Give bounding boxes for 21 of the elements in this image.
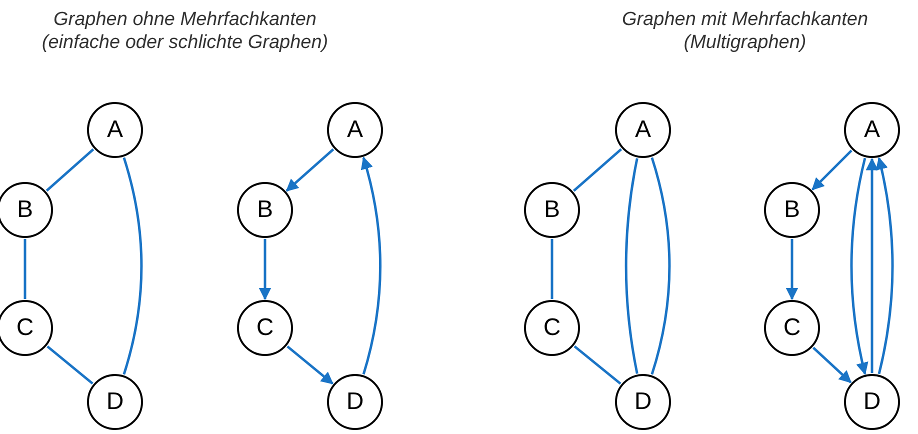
- arrow: [286, 345, 334, 385]
- edge-line: [624, 158, 638, 374]
- arrow: [875, 156, 894, 374]
- edge-line: [122, 157, 143, 375]
- arrow: [812, 150, 852, 190]
- edge-line: [650, 157, 671, 375]
- edge-line: [550, 239, 554, 299]
- arrow: [786, 239, 798, 300]
- edge-line: [24, 239, 26, 299]
- heading: Graphen mit Mehrfachkanten (Multigraphen): [620, 8, 870, 54]
- edge-line: [46, 148, 94, 192]
- edge-line: [46, 345, 94, 385]
- edge-line: [572, 148, 622, 192]
- arrow: [850, 158, 869, 376]
- arrow: [286, 148, 334, 192]
- arrow: [812, 346, 852, 384]
- arrow: [866, 158, 878, 373]
- edge-line: [574, 345, 622, 385]
- arrow: [360, 156, 382, 375]
- arrow: [258, 239, 272, 300]
- heading: Graphen ohne Mehrfachkanten (einfache oder schlichte Graphen): [40, 8, 330, 54]
